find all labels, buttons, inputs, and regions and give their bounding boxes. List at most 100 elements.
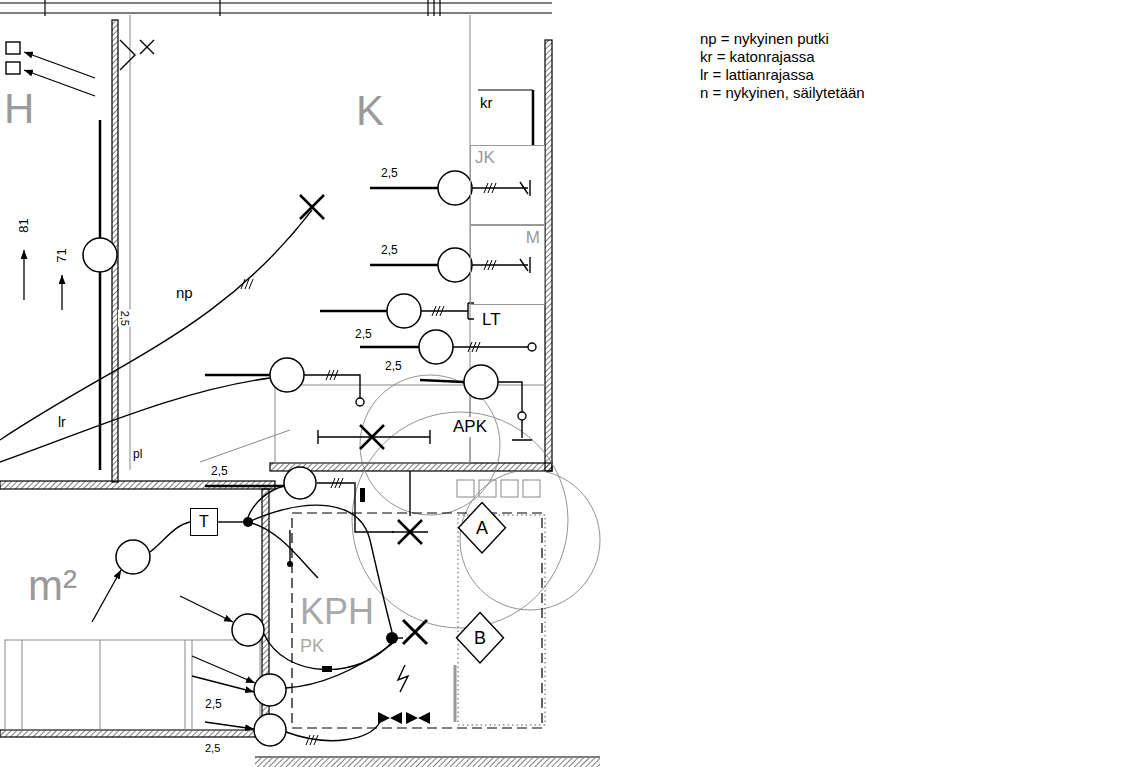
junction-box (438, 248, 472, 282)
device-symbol (520, 257, 530, 273)
device-symbol (528, 343, 536, 351)
wire (286, 722, 380, 741)
legend: np = nykyinen putkikr = katonrajassalr =… (700, 30, 865, 102)
node-text: JK (475, 148, 495, 168)
wire (248, 486, 284, 517)
wet-zone-outline (458, 515, 545, 725)
filled-symbol (322, 666, 332, 672)
legend-text: kr = katonrajassa (700, 48, 815, 65)
junction-box (464, 365, 498, 399)
junction-box (254, 674, 286, 706)
cable-size: 2,5 (355, 328, 372, 342)
wire (317, 483, 394, 532)
pipe-mark (432, 306, 444, 316)
wall (255, 758, 600, 767)
device-symbol (468, 303, 474, 319)
device-code: PK (300, 636, 324, 657)
room-name: KPH (300, 594, 374, 630)
arrow (61, 275, 62, 310)
device-code: APK (452, 417, 488, 437)
furniture-outline (275, 385, 470, 463)
wall (427, 0, 428, 16)
wire (421, 310, 468, 311)
device-symbol (318, 430, 430, 444)
cable-size: 2,5 (381, 244, 398, 258)
wire (398, 665, 408, 692)
arrow (24, 70, 95, 96)
feed-cable (100, 120, 464, 486)
device-symbol (300, 195, 324, 219)
device-symbol (392, 531, 428, 532)
ceiling-mark (532, 90, 535, 145)
cable-size: 2,5 (211, 465, 228, 479)
filled-symbol (243, 488, 430, 724)
filled-symbol (360, 488, 365, 502)
device-symbol (520, 180, 530, 196)
wire (498, 382, 522, 412)
mount-note: lr (58, 414, 66, 430)
room-name: H (4, 88, 34, 130)
wet-zone-outline (292, 513, 545, 728)
ceiling-mark (478, 90, 533, 145)
mount-note: kr (480, 94, 493, 111)
cable-size: 2,5 (205, 698, 222, 712)
device-symbol (6, 40, 536, 644)
device-symbol (356, 398, 364, 406)
junction-box (232, 614, 264, 646)
wall (270, 463, 552, 471)
wall (545, 40, 552, 471)
diamond-outline (458, 503, 505, 553)
junction-box (116, 540, 150, 574)
room-name: K (356, 90, 384, 132)
feed-cable (370, 264, 438, 267)
pipe-mark (241, 183, 496, 745)
legend-text: np = nykyinen putki (700, 30, 829, 47)
wire (472, 187, 528, 188)
junction-box (284, 467, 316, 499)
furniture-outline (200, 430, 290, 462)
filled-symbol (390, 712, 402, 724)
wall (219, 0, 220, 16)
device-symbol (6, 42, 20, 54)
pipe-mark (331, 478, 343, 488)
coverage-circle (352, 412, 568, 628)
filled-symbol (243, 517, 253, 527)
wall (44, 0, 45, 16)
wire (264, 634, 392, 670)
wet-zone-outline (454, 665, 457, 722)
wall (439, 0, 440, 16)
cable-size: 2,5 (118, 309, 131, 326)
device-code: LT (482, 310, 501, 330)
decision-diamond: B (456, 612, 504, 663)
feed-cable (320, 310, 387, 313)
mount-note: pl (133, 448, 142, 462)
furniture-outline (479, 480, 496, 497)
pipe-mark (468, 342, 480, 352)
diamond-outline (456, 613, 503, 663)
wire (409, 471, 410, 516)
device-symbol (403, 620, 427, 644)
height-mark: 71 (55, 248, 70, 262)
arrow (205, 722, 254, 729)
height-mark: 81 (17, 218, 32, 232)
node-text: A (476, 518, 488, 539)
junction-box (419, 330, 453, 364)
legend-row: lr = lattianrajassa (700, 66, 865, 84)
arrow (92, 570, 121, 622)
furniture-outline (5, 640, 260, 730)
wall (0, 730, 269, 737)
wet-zone-outline (292, 513, 542, 728)
furniture-outline (501, 480, 518, 497)
filled-symbol (418, 712, 430, 724)
decision-diamond: A (458, 502, 506, 553)
legend-row: n = nykyinen, säilytetään (700, 84, 865, 102)
pipe-mark (306, 735, 318, 745)
pipe-mark (484, 183, 496, 193)
device-box: JK (470, 145, 545, 225)
wall (0, 12, 552, 13)
feed-cable (99, 120, 102, 238)
feed-cable (99, 272, 102, 470)
filled-symbol (406, 712, 418, 724)
